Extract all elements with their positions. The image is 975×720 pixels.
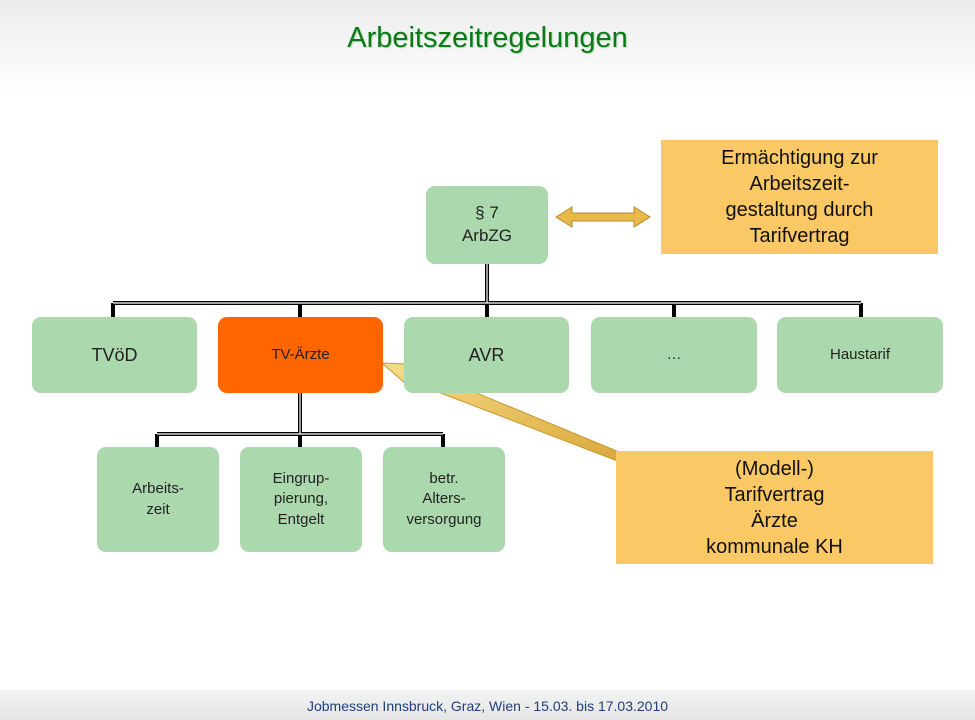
node-altersversorgung-line2: Alters-	[422, 490, 466, 508]
node-ellipsis-label: …	[666, 345, 682, 363]
node-eingruppierung-line1: Eingrup-	[272, 470, 330, 488]
node-avr: AVR	[404, 317, 569, 393]
node-haustarif: Haustarif	[777, 317, 943, 393]
connector-tvaerzte-level2-inner	[157, 393, 443, 435]
node-eingruppierung-line2: pierung,	[273, 490, 329, 508]
node-ellipsis: …	[591, 317, 757, 393]
node-eingruppierung: Eingrup- pierung, Entgelt	[240, 447, 362, 552]
header-band	[0, 0, 975, 92]
note-modell-line1: (Modell-)	[735, 457, 814, 480]
node-altersversorgung-line1: betr.	[429, 470, 459, 488]
slide-title: Arbeitszeitregelungen	[347, 22, 628, 54]
node-tvoed-label: TVöD	[91, 344, 138, 365]
note-ermaechtigung: Ermächtigung zur Arbeitszeit- gestaltung…	[661, 140, 938, 254]
footer-text: Jobmessen Innsbruck, Graz, Wien - 15.03.…	[306, 698, 669, 714]
double-arrow-icon	[555, 206, 651, 228]
node-eingruppierung-line3: Entgelt	[277, 510, 325, 528]
note-ermaechtigung-line3: gestaltung durch	[725, 199, 874, 221]
node-arbzg-line2: ArbZG	[461, 226, 513, 245]
note-modell-tarifvertrag: (Modell-) Tarifvertrag Ärzte kommunale K…	[616, 451, 933, 564]
note-modell-line4: kommunale KH	[706, 535, 843, 558]
node-arbeitszeit-line2: zeit	[146, 500, 170, 518]
footer-band	[0, 690, 975, 720]
node-arbeitszeit-line1: Arbeits-	[132, 480, 184, 498]
note-modell-line2: Tarifvertrag	[724, 483, 825, 506]
node-altersversorgung: betr. Alters- versorgung	[383, 447, 505, 552]
node-tv-aerzte-label: TV-Ärzte	[271, 345, 330, 363]
node-arbeitszeit: Arbeits- zeit	[97, 447, 219, 552]
node-arbzg: § 7 ArbZG	[426, 186, 548, 264]
note-ermaechtigung-line2: Arbeitszeit-	[749, 173, 850, 195]
node-arbzg-line1: § 7	[475, 203, 499, 223]
node-haustarif-label: Haustarif	[829, 345, 891, 363]
node-tv-aerzte: TV-Ärzte	[218, 317, 383, 393]
connector-root-level1-inner	[113, 263, 861, 304]
note-ermaechtigung-line4: Tarifvertrag	[749, 225, 850, 247]
note-ermaechtigung-line1: Ermächtigung zur	[721, 147, 878, 169]
node-avr-label: AVR	[468, 344, 505, 365]
note-modell-line3: Ärzte	[751, 509, 798, 532]
node-altersversorgung-line3: versorgung	[406, 510, 482, 528]
node-tvoed: TVöD	[32, 317, 197, 393]
